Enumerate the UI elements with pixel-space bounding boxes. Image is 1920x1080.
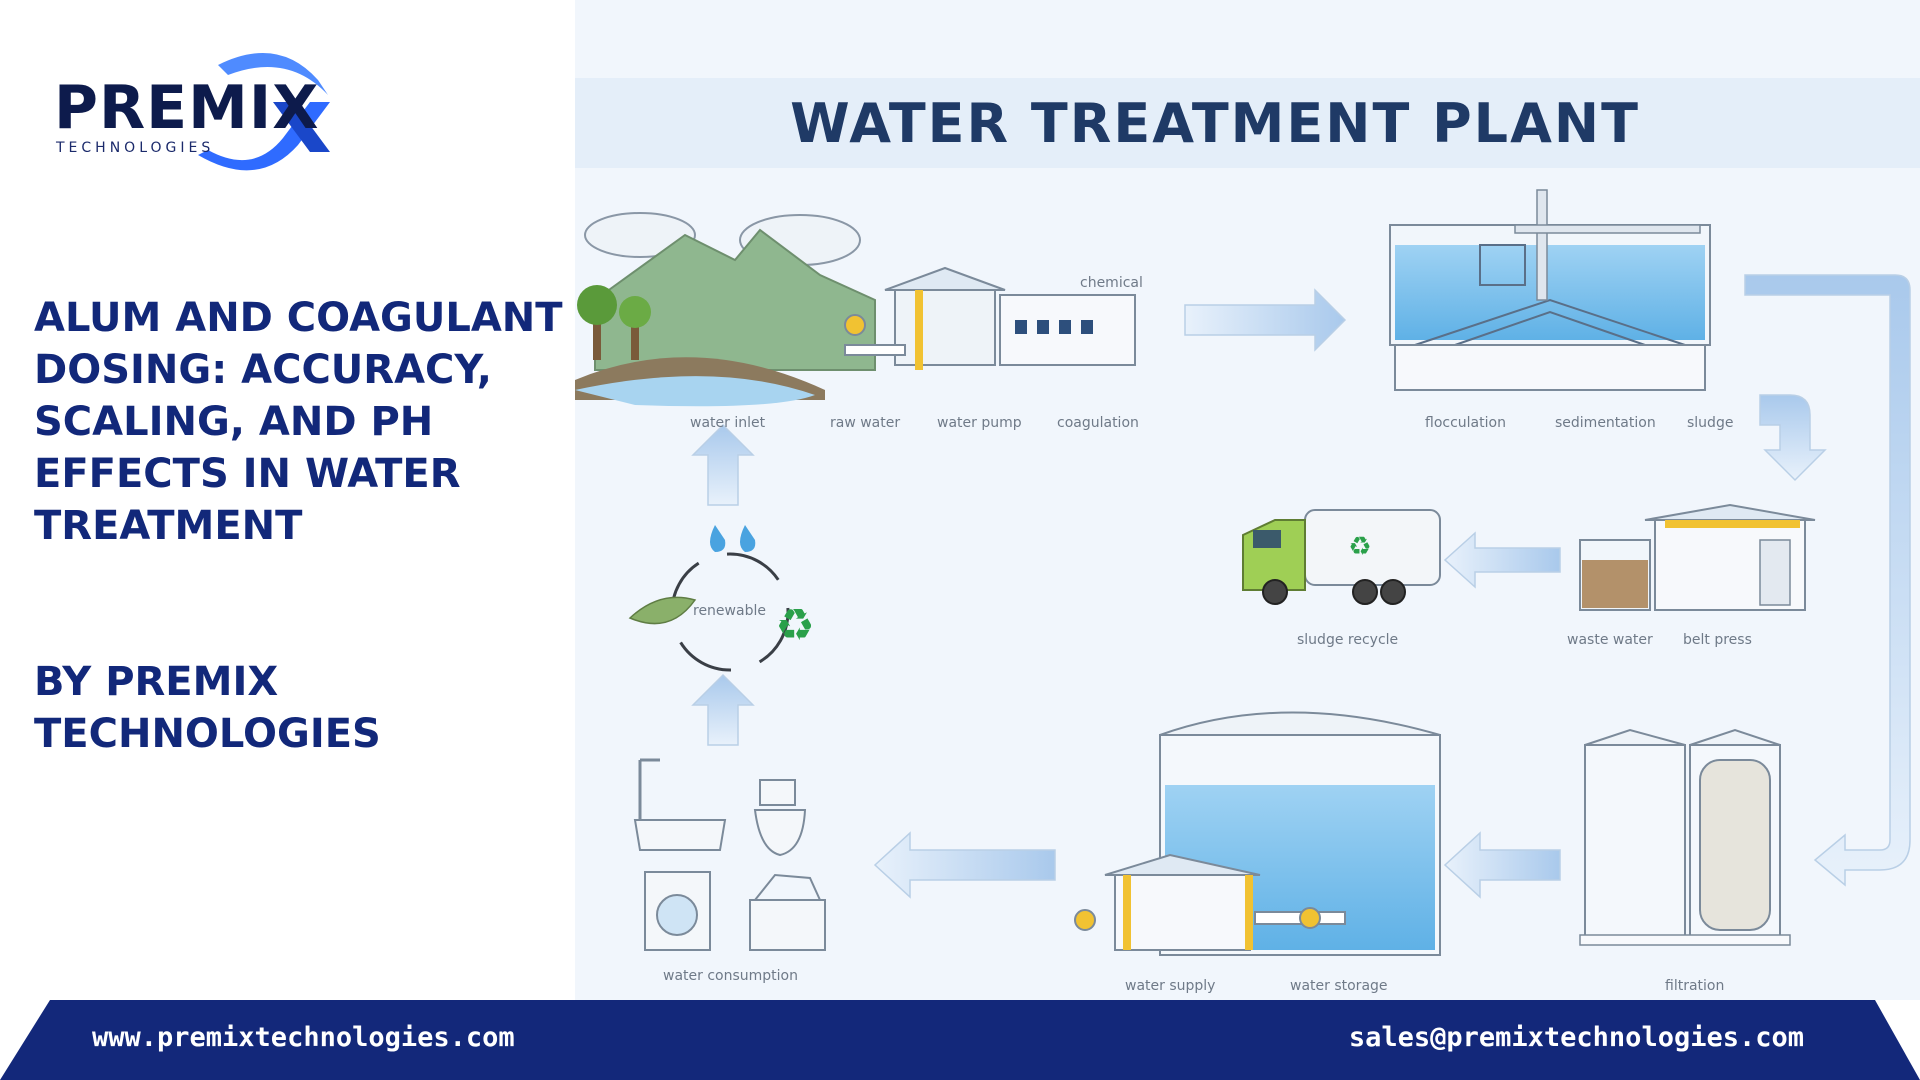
label-raw-water: raw water (830, 415, 901, 431)
flow-arrow-left-truck (1443, 531, 1561, 589)
footer-bar: www.premixtechnologies.com sales@premixt… (0, 1000, 1920, 1080)
filter-tank-icon (1579, 728, 1791, 946)
left-panel: PREMIX TECHNOLOGIES ALUM AND COAGULANT D… (0, 0, 575, 1000)
diagram-artwork: ♻ ♻ (575, 189, 1911, 956)
label-water-inlet: water inlet (690, 415, 766, 431)
flow-arrow-left-storage (1443, 831, 1561, 899)
recycle-icon: ♻ (775, 600, 814, 651)
label-water-consumption: water consumption (663, 968, 798, 984)
label-flocculation: flocculation (1425, 415, 1506, 431)
flow-arrow-down (1759, 394, 1827, 482)
sludge-truck-icon: ♻ (1242, 509, 1441, 605)
flow-arrow-up-top (691, 423, 755, 506)
washing-machine-icon (644, 871, 711, 951)
label-filtration: filtration (1665, 978, 1725, 994)
label-waste-water: waste water (1567, 632, 1653, 648)
label-coagulation: coagulation (1057, 415, 1139, 431)
label-chemical: chemical (1080, 275, 1143, 291)
main-pipe (1744, 274, 1911, 887)
belt-press-icon (1579, 503, 1816, 611)
water-supply-pump-icon (1074, 853, 1346, 951)
water-source-scene (575, 212, 1136, 407)
label-belt-press: belt press (1683, 632, 1752, 648)
diagram-title: WATER TREATMENT PLANT (790, 92, 1640, 155)
flow-arrow-right (1184, 288, 1347, 352)
toilet-icon (753, 779, 807, 857)
title-band (575, 78, 1920, 168)
label-sedimentation: sedimentation (1555, 415, 1656, 431)
page-byline: BY PREMIX TECHNOLOGIES (34, 659, 381, 757)
flow-arrow-up-bottom (691, 673, 755, 746)
label-renewable: renewable (693, 603, 766, 619)
label-sludge: sludge (1687, 415, 1734, 431)
label-water-supply: water supply (1125, 978, 1216, 994)
tree-icon (577, 285, 651, 360)
leaf-icon (628, 596, 697, 625)
pump-house-icon (844, 266, 1136, 370)
logo-swoosh-icon (198, 53, 330, 171)
water-treatment-diagram: WATER TREATMENT PLANT (575, 0, 1920, 1000)
logo-tagline: TECHNOLOGIES (56, 140, 215, 156)
bathtub-icon (633, 758, 727, 851)
footer-email-link[interactable]: sales@premixtechnologies.com (1348, 1022, 1804, 1053)
page-headline: ALUM AND COAGULANT DOSING: ACCURACY, SCA… (34, 295, 563, 549)
label-water-storage: water storage (1290, 978, 1388, 994)
clarifier-tank-icon (1389, 189, 1711, 391)
svg-text:♻: ♻ (1348, 532, 1371, 562)
footer-website-link[interactable]: www.premixtechnologies.com (92, 1022, 515, 1053)
household-consumption (633, 758, 826, 951)
premix-logo[interactable]: PREMIX TECHNOLOGIES (48, 40, 338, 190)
logo-wordmark: PREMIX (54, 73, 320, 143)
label-sludge-recycle: sludge recycle (1297, 632, 1399, 648)
sink-icon (749, 873, 826, 951)
flow-arrow-left-households (873, 831, 1056, 899)
water-drop-icon (710, 525, 756, 552)
label-water-pump: water pump (937, 415, 1022, 431)
footer-background (0, 1000, 1920, 1080)
renewable-cycle: ♻ (628, 423, 815, 746)
